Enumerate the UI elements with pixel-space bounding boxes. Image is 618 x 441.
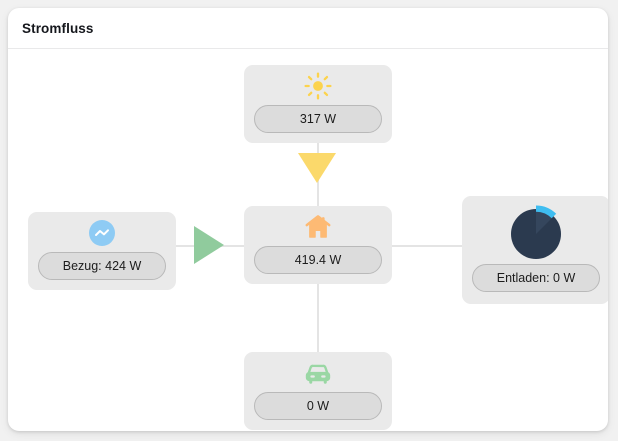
page-title: Stromfluss	[22, 21, 94, 36]
flow-arrow-solar-to-house	[298, 153, 336, 183]
grid-value: Bezug: 424 W	[38, 252, 166, 280]
sun-icon	[244, 65, 392, 107]
node-grid[interactable]: Bezug: 424 W	[28, 212, 176, 290]
stromfluss-card: Stromfluss	[8, 8, 608, 431]
grid-badge	[89, 220, 115, 246]
card-header: Stromfluss	[8, 8, 608, 49]
node-house[interactable]: 419.4 W	[244, 206, 392, 284]
grid-power-icon	[28, 212, 176, 254]
node-solar[interactable]: 317 W	[244, 65, 392, 143]
home-icon	[244, 206, 392, 248]
car-value: 0 W	[254, 392, 382, 420]
car-icon	[244, 352, 392, 394]
house-value: 419.4 W	[254, 246, 382, 274]
connector-house-to-battery	[392, 245, 462, 247]
connector-house-to-car	[317, 284, 319, 352]
energy-flow-diagram: 317 W Bezug: 424 W 419.4	[8, 49, 608, 431]
node-battery[interactable]: Entladen: 0 W	[462, 196, 608, 304]
battery-charge-gauge	[505, 201, 567, 263]
flow-arrow-grid-to-house	[194, 226, 224, 264]
battery-value: Entladen: 0 W	[472, 264, 600, 292]
battery-donut-icon	[462, 196, 608, 268]
node-car[interactable]: 0 W	[244, 352, 392, 430]
solar-value: 317 W	[254, 105, 382, 133]
